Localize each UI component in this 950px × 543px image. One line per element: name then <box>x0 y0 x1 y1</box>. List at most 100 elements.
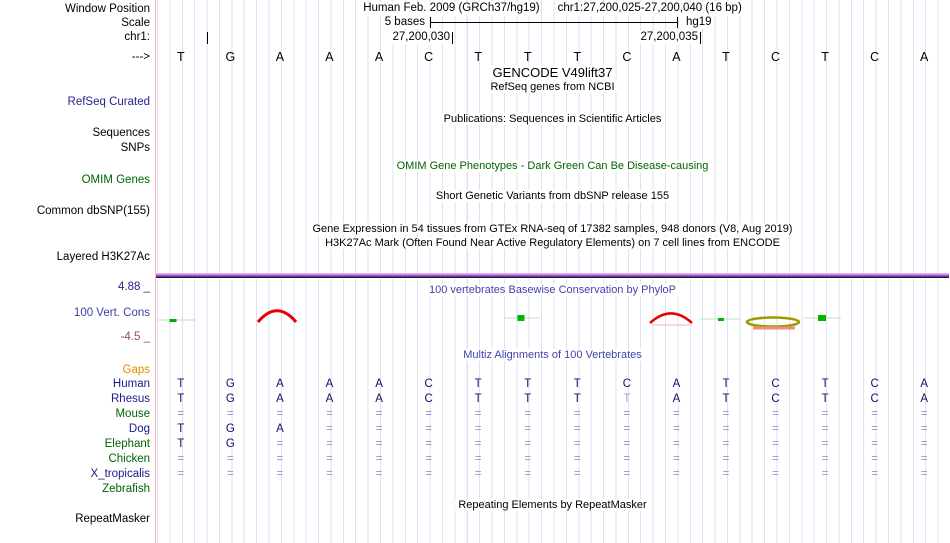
alignment-gap-glyph: = <box>375 438 383 450</box>
alignment-base: T <box>177 438 185 450</box>
alignment-base: C <box>424 393 433 405</box>
track-title-3[interactable]: OMIM Gene Phenotypes - Dark Green Can Be… <box>156 159 949 173</box>
alignment-base <box>553 482 603 496</box>
left-label-snps[interactable]: SNPs <box>0 141 151 155</box>
left-label-rhesus[interactable]: Rhesus <box>0 392 151 406</box>
alignment-base <box>354 482 404 496</box>
alignment-gap-glyph: = <box>772 438 779 450</box>
track-title-5[interactable]: Gene Expression in 54 tissues from GTEx … <box>156 222 949 236</box>
scale-bar-right-tick <box>677 17 678 28</box>
alignment-base: C <box>622 378 631 390</box>
ruler-pos-label: 27,200,030 <box>392 31 450 44</box>
left-label-omim-genes[interactable]: OMIM Genes <box>0 173 151 187</box>
alignment-gap-glyph: = <box>524 453 532 465</box>
h3k27ac-layered-band[interactable] <box>156 273 949 279</box>
alignment-gap-glyph: = <box>326 438 333 450</box>
alignment-gap-glyph: = <box>673 408 680 420</box>
base-letter: T <box>722 50 730 64</box>
alignment-base: A <box>325 393 334 405</box>
left-label--4-5-: -4.5 _ <box>0 330 151 344</box>
scale-value: 5 bases <box>384 16 425 29</box>
track-title-2[interactable]: Publications: Sequences in Scientific Ar… <box>156 112 949 126</box>
alignment-gap-glyph: = <box>375 468 383 480</box>
alignment-gap-glyph: = <box>673 438 680 450</box>
track-title-1[interactable]: RefSeq genes from NCBI <box>156 80 949 94</box>
track-title-9[interactable]: Repeating Elements by RepeatMasker <box>156 498 949 512</box>
alignment-gap-glyph: = <box>772 408 779 420</box>
alignment-gap-glyph: = <box>623 453 631 465</box>
alignment-gap-glyph: = <box>920 438 928 450</box>
alignment-gap-glyph: = <box>474 408 482 420</box>
alignment-gap-glyph: = <box>524 408 532 420</box>
alignment-base: G <box>225 438 235 450</box>
track-title-8[interactable]: Multiz Alignments of 100 Vertebrates <box>156 348 949 362</box>
alignment-gap-glyph: = <box>821 468 829 480</box>
alignment-base: A <box>920 378 929 390</box>
left-label-common-dbsnp-155-[interactable]: Common dbSNP(155) <box>0 204 151 218</box>
alignment-gap-glyph: = <box>375 423 383 435</box>
alignment-base <box>751 482 801 496</box>
alignment-gap-glyph: = <box>326 408 333 420</box>
alignment-gap-glyph: = <box>871 438 879 450</box>
base-letter: C <box>870 50 880 64</box>
base-letter: A <box>672 50 681 64</box>
alignment-row-chicken: ================ <box>156 452 949 466</box>
alignment-row-mouse: ================ <box>156 407 949 421</box>
alignment-base <box>404 482 454 496</box>
scale-bar <box>430 22 678 23</box>
left-label-zebrafish[interactable]: Zebrafish <box>0 482 151 496</box>
alignment-base: G <box>225 423 235 435</box>
alignment-gap-glyph: = <box>623 438 631 450</box>
alignment-base: C <box>870 393 879 405</box>
alignment-gap-glyph: = <box>573 408 581 420</box>
alignment-base: C <box>771 378 780 390</box>
assembly-label: hg19 <box>686 16 712 29</box>
base-letter: A <box>374 50 384 64</box>
left-label-dog[interactable]: Dog <box>0 422 151 436</box>
alignment-base: A <box>672 393 681 405</box>
base-letter: T <box>821 50 829 64</box>
alignment-base <box>899 482 949 496</box>
left-label-window-position: Window Position <box>0 2 151 16</box>
alignment-gap-glyph: = <box>425 453 432 465</box>
alignment-gap-glyph: = <box>375 408 383 420</box>
left-label-100-vert-cons[interactable]: 100 Vert. Cons <box>0 306 151 320</box>
alignment-gap-glyph: = <box>177 468 185 480</box>
alignment-base: T <box>524 378 532 390</box>
track-title-0[interactable]: GENCODE V49lift37 <box>156 65 949 80</box>
alignment-base: T <box>177 423 185 435</box>
left-label-layered-h3k27ac[interactable]: Layered H3K27Ac <box>0 250 151 264</box>
alignment-base: C <box>870 378 879 390</box>
label-track-divider <box>155 0 156 543</box>
alignment-gap-glyph: = <box>474 468 482 480</box>
left-label-repeatmasker[interactable]: RepeatMasker <box>0 512 151 526</box>
alignment-row-x_tropicalis: ================ <box>156 467 949 481</box>
track-title-4[interactable]: Short Genetic Variants from dbSNP releas… <box>156 189 949 203</box>
conservation-mark-ellipse <box>745 316 801 328</box>
left-label-elephant[interactable]: Elephant <box>0 437 151 451</box>
alignment-base <box>206 482 256 496</box>
left-label-gaps[interactable]: Gaps <box>0 363 151 377</box>
base-letter: T <box>176 50 185 64</box>
track-title-7[interactable]: 100 vertebrates Basewise Conservation by… <box>156 283 949 297</box>
alignment-gap-glyph: = <box>920 408 928 420</box>
phylop-conservation-plot[interactable] <box>156 300 949 340</box>
left-label-sequences[interactable]: Sequences <box>0 126 151 140</box>
track-title-6[interactable]: H3K27Ac Mark (Often Found Near Active Re… <box>156 236 949 250</box>
left-label-chicken[interactable]: Chicken <box>0 452 151 466</box>
left-label-mouse[interactable]: Mouse <box>0 407 151 421</box>
left-label-x-tropicalis[interactable]: X_tropicalis <box>0 467 151 481</box>
left-label-human[interactable]: Human <box>0 377 151 391</box>
alignment-gap-glyph: = <box>772 423 779 435</box>
alignment-base: T <box>524 393 532 405</box>
base-letter: T <box>474 50 482 64</box>
alignment-base: A <box>276 378 284 390</box>
genome-assembly-text: Human Feb. 2009 (GRCh37/hg19) <box>363 2 540 16</box>
left-label-refseq-curated[interactable]: RefSeq Curated <box>0 95 151 109</box>
alignment-gap-glyph: = <box>474 453 482 465</box>
alignment-gap-glyph: = <box>722 423 730 435</box>
